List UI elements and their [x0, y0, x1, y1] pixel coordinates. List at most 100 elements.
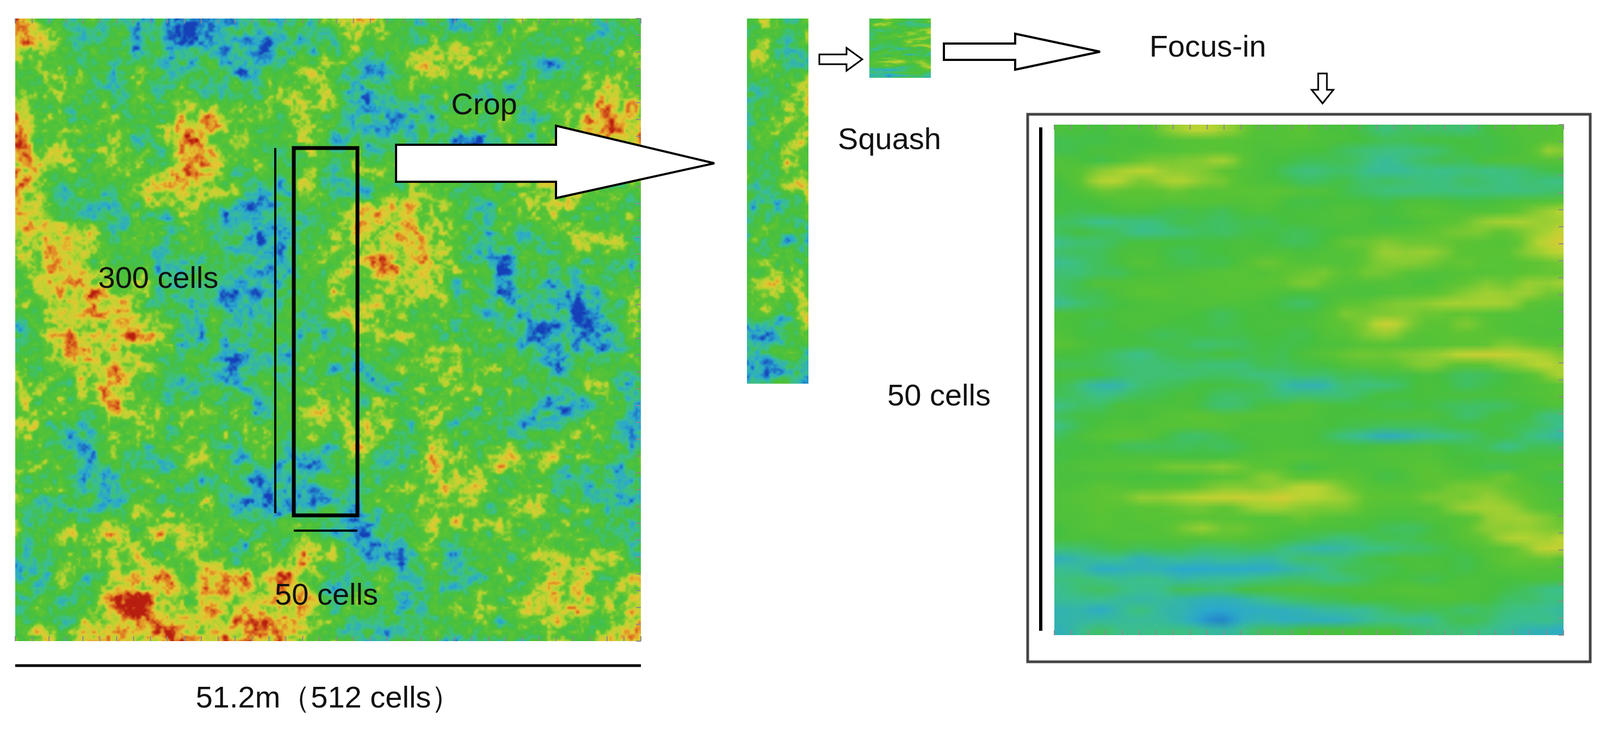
axis-tick: [1342, 629, 1344, 635]
axis-tick: [31, 635, 33, 641]
axis-tick: [635, 253, 641, 255]
axis-tick: [1274, 124, 1276, 130]
axis-tick: [251, 635, 253, 641]
axis-tick: [635, 337, 641, 339]
height-map: [15, 18, 641, 641]
axis-tick: [369, 635, 372, 641]
axis-tick: [635, 606, 641, 608]
axis-tick: [504, 635, 506, 641]
axis-tick: [268, 635, 270, 641]
axis-tick: [48, 18, 50, 24]
axis-tick: [1558, 260, 1564, 262]
step-label: Squash: [837, 121, 942, 156]
axis-tick: [1189, 629, 1191, 635]
axis-tick: [635, 119, 641, 121]
axis-tick: [504, 18, 506, 24]
squashed-map: [869, 18, 931, 78]
axis-tick: [285, 18, 287, 24]
axis-tick: [635, 236, 641, 238]
axis-tick: [640, 18, 642, 24]
axis-tick: [635, 623, 641, 625]
axis-tick: [1426, 124, 1429, 130]
axis-tick: [353, 635, 355, 641]
axis-tick: [606, 635, 608, 641]
axis-tick: [1461, 629, 1463, 635]
axis-tick: [1558, 276, 1564, 279]
axis-tick: [635, 522, 641, 524]
axis-tick: [1189, 124, 1191, 130]
axis-tick: [1104, 629, 1107, 635]
axis-tick: [1410, 124, 1412, 130]
axis-tick: [1478, 124, 1480, 130]
axis-tick: [82, 635, 84, 641]
axis-tick: [635, 640, 641, 642]
axis-tick: [635, 421, 641, 423]
axis-tick: [65, 18, 67, 24]
axis-tick: [1495, 629, 1497, 635]
axis-tick: [1121, 124, 1123, 130]
axis-tick: [1558, 140, 1564, 142]
axis-tick: [115, 635, 117, 641]
axis-tick: [1558, 243, 1564, 245]
axis-tick: [14, 18, 16, 24]
axis-tick: [1257, 629, 1259, 635]
axis-tick: [318, 635, 320, 641]
axis-tick: [200, 635, 202, 641]
axis-tick: [1444, 124, 1446, 130]
axis-tick: [635, 270, 641, 272]
axis-ticks: [1054, 124, 1564, 635]
axis-tick: [1558, 617, 1564, 619]
axis-tick: [635, 489, 641, 491]
axis-tick: [99, 635, 101, 641]
axis-tick: [167, 18, 169, 24]
axis-tick: [1087, 629, 1089, 635]
axis-tick: [635, 186, 641, 188]
axis-tick: [1558, 498, 1564, 500]
axis-tick: [606, 18, 608, 24]
axis-tick: [572, 635, 574, 641]
axis-tick: [635, 320, 641, 323]
axis-tick: [386, 18, 388, 24]
axis-tick: [48, 635, 50, 641]
axis-tick: [635, 505, 641, 508]
axis-tick: [521, 18, 523, 24]
axis-tick: [1558, 158, 1564, 160]
axis-tick: [1444, 629, 1446, 635]
axis-tick: [200, 18, 202, 24]
axis-tick: [1558, 583, 1564, 585]
axis-tick: [217, 18, 219, 24]
axis-tick: [623, 18, 625, 24]
hollow-arrow: [396, 125, 715, 199]
axis-tick: [1291, 124, 1293, 130]
axis-tick: [635, 202, 641, 205]
axis-tick: [1558, 311, 1564, 313]
hollow-arrow: [943, 33, 1101, 70]
axis-tick: [539, 18, 541, 24]
axis-tick: [1511, 124, 1513, 130]
axis-tick: [369, 18, 372, 24]
axis-tick: [589, 635, 591, 641]
zoom-frame: [1027, 114, 1591, 662]
axis-tick: [1240, 629, 1242, 635]
axis-tick: [454, 635, 456, 641]
axis-tick: [65, 635, 67, 641]
axis-tick: [1546, 629, 1548, 635]
axis-tick: [635, 354, 641, 356]
axis-tick: [1070, 124, 1072, 130]
dimension-line: [274, 147, 277, 514]
axis-tick: [1558, 464, 1564, 466]
step-label: Focus-in: [1149, 29, 1267, 64]
axis-tick: [1558, 413, 1564, 415]
dimension-label: 300 cells: [97, 260, 219, 295]
axis-tick: [353, 18, 355, 24]
axis-tick: [1206, 629, 1208, 635]
axis-tick: [1558, 192, 1564, 194]
axis-tick: [1393, 124, 1395, 130]
axis-tick: [1104, 124, 1107, 130]
axis-tick: [471, 18, 473, 24]
axis-tick: [268, 18, 270, 24]
axis-tick: [1070, 629, 1072, 635]
axis-tick: [1223, 124, 1225, 130]
dimension-line: [293, 529, 358, 532]
